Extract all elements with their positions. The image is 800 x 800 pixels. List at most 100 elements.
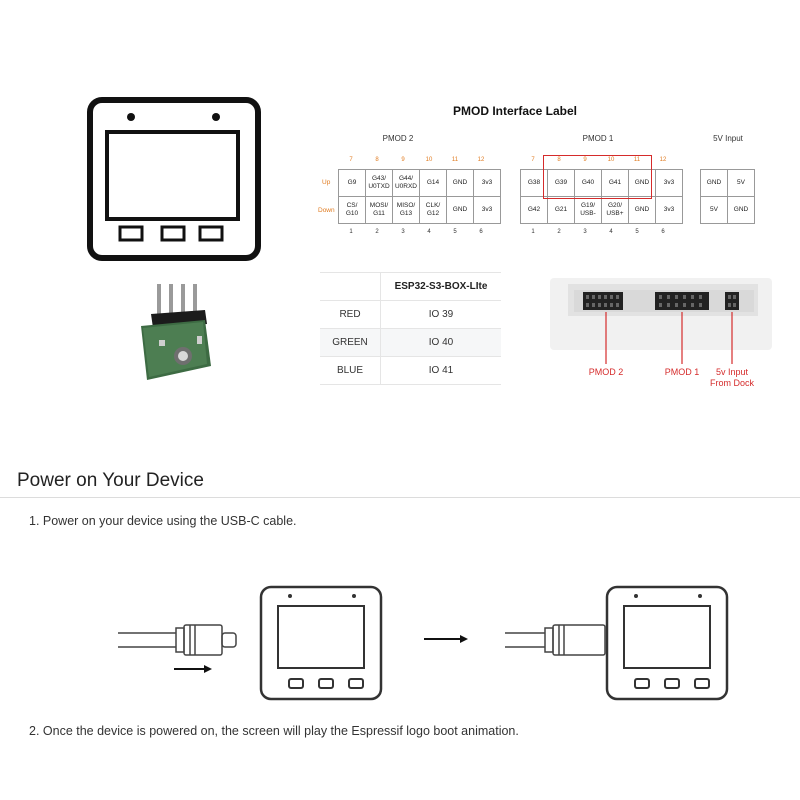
pin-label: G14 — [426, 179, 440, 186]
pin-row: GND 5V — [700, 169, 755, 197]
step-1-text: 1. Power on your device using the USB-C … — [29, 514, 297, 528]
pin-label: CS/ — [346, 202, 358, 209]
pin-label: GND — [634, 206, 650, 213]
pin-number: 10 — [425, 157, 433, 163]
pin-number: 11 — [451, 157, 459, 163]
pin-number: 2 — [375, 229, 379, 235]
pin-number: 4 — [609, 229, 613, 235]
pin-cell: G21 — [547, 196, 575, 224]
pin-cell: G20/USB+ — [601, 196, 629, 224]
pmod1-group-label: PMOD 1 — [582, 134, 614, 143]
led-table-header: ESP32-S3-BOX-LIte — [380, 272, 501, 301]
pin-number: 9 — [401, 157, 405, 163]
led-io-cell: IO 41 — [380, 356, 501, 385]
pin-cell: 3v3 — [473, 169, 501, 197]
table-row: BLUE IO 41 — [320, 356, 501, 385]
pin-label: G39 — [554, 179, 568, 186]
usb-cable-plugged-illustration — [505, 624, 606, 656]
pin-cell: G9 — [338, 169, 366, 197]
pin-cell: 5V — [727, 169, 755, 197]
led-mapping-table: ESP32-S3-BOX-LIte RED IO 39 GREEN IO 40 … — [320, 272, 501, 385]
pin-label: G40 — [581, 179, 595, 186]
input-group-label: 5V Input — [713, 134, 743, 143]
pin-label: G19/ — [580, 202, 596, 209]
section-title: Power on Your Device — [17, 470, 204, 491]
connector-label-pmod1: PMOD 1 — [664, 367, 700, 377]
pin-label: G13 — [399, 210, 413, 217]
pin-label: 3v3 — [663, 206, 675, 213]
pin-number: 12 — [659, 157, 667, 163]
pin-number: 8 — [375, 157, 379, 163]
pin-label: CLK/ — [425, 202, 441, 209]
connector-label-input-line2: From Dock — [709, 378, 754, 388]
pin-label: U0RXD — [394, 183, 418, 190]
led-io-cell: IO 40 — [380, 328, 501, 357]
pinout-title: PMOD Interface Label — [452, 104, 578, 118]
pin-label: GND — [733, 206, 749, 213]
pin-label: 3v3 — [481, 206, 493, 213]
pin-label: GND — [452, 179, 468, 186]
pin-label: G11 — [373, 210, 385, 217]
pin-label: G21 — [554, 206, 568, 213]
pin-label: G38 — [527, 179, 541, 186]
pin-number: 4 — [427, 229, 431, 235]
pin-cell: GND — [446, 169, 474, 197]
pin-label: 5V — [710, 206, 718, 213]
pin-label: 3v3 — [481, 179, 493, 186]
pin-label: 3v3 — [663, 179, 675, 186]
pin-cell: 3v3 — [655, 169, 683, 197]
pin-cell: CLK/G12 — [419, 196, 447, 224]
step-2-text: 2. Once the device is powered on, the sc… — [29, 724, 519, 738]
pin-number: 5 — [635, 229, 639, 235]
usb-cable-illustration — [118, 624, 237, 673]
pin-number: 6 — [661, 229, 665, 235]
pin-number: 6 — [479, 229, 483, 235]
pmod1-highlight-box — [543, 155, 652, 199]
pin-number: 9 — [583, 157, 587, 163]
pin-cell: MISO/G13 — [392, 196, 420, 224]
pin-cell: G44/U0RXD — [392, 169, 420, 197]
pin-cell: 3v3 — [473, 196, 501, 224]
table-row: GREEN IO 40 — [320, 328, 501, 357]
led-io-cell: IO 39 — [380, 300, 501, 329]
pin-number: 5 — [453, 229, 457, 235]
led-color-cell: BLUE — [320, 356, 381, 385]
pin-label: G10 — [345, 210, 359, 217]
pin-label: MISO/ — [396, 202, 416, 209]
pin-number: 10 — [607, 157, 615, 163]
pin-row: G42 G21 G19/USB-G20/USB+ GND 3v3 — [520, 196, 683, 224]
pin-label: MOSI/ — [369, 202, 389, 209]
pin-number: 1 — [349, 229, 353, 235]
connector-leader-lines — [605, 350, 733, 364]
row-label-up: Up — [322, 179, 331, 186]
pin-cell: G19/USB- — [574, 196, 602, 224]
pin-label: G12 — [426, 210, 440, 217]
section-divider — [0, 497, 800, 498]
pin-label: GND — [706, 179, 722, 186]
led-color-cell: GREEN — [320, 328, 381, 357]
pin-label: GND — [452, 206, 468, 213]
pin-cell: 3v3 — [655, 196, 683, 224]
pin-cell: GND — [628, 196, 656, 224]
pin-number: 3 — [401, 229, 405, 235]
pin-cell: GND — [727, 196, 755, 224]
pmod2-group-label: PMOD 2 — [382, 134, 414, 143]
pin-label: G44/ — [398, 175, 414, 182]
pin-label: U0TXD — [368, 183, 390, 190]
pin-cell: G42 — [520, 196, 548, 224]
pin-number: 12 — [477, 157, 485, 163]
pin-cell: MOSI/G11 — [365, 196, 393, 224]
connector-label-input-line1: 5v Input — [715, 367, 749, 377]
pin-label: G41 — [608, 179, 622, 186]
device-outline-icon — [87, 97, 261, 261]
pin-label: 5V — [737, 179, 745, 186]
device-illustration-left — [259, 585, 383, 701]
pin-cell: GND — [700, 169, 728, 197]
table-row: RED IO 39 — [320, 300, 501, 329]
pin-cell: CS/G10 — [338, 196, 366, 224]
